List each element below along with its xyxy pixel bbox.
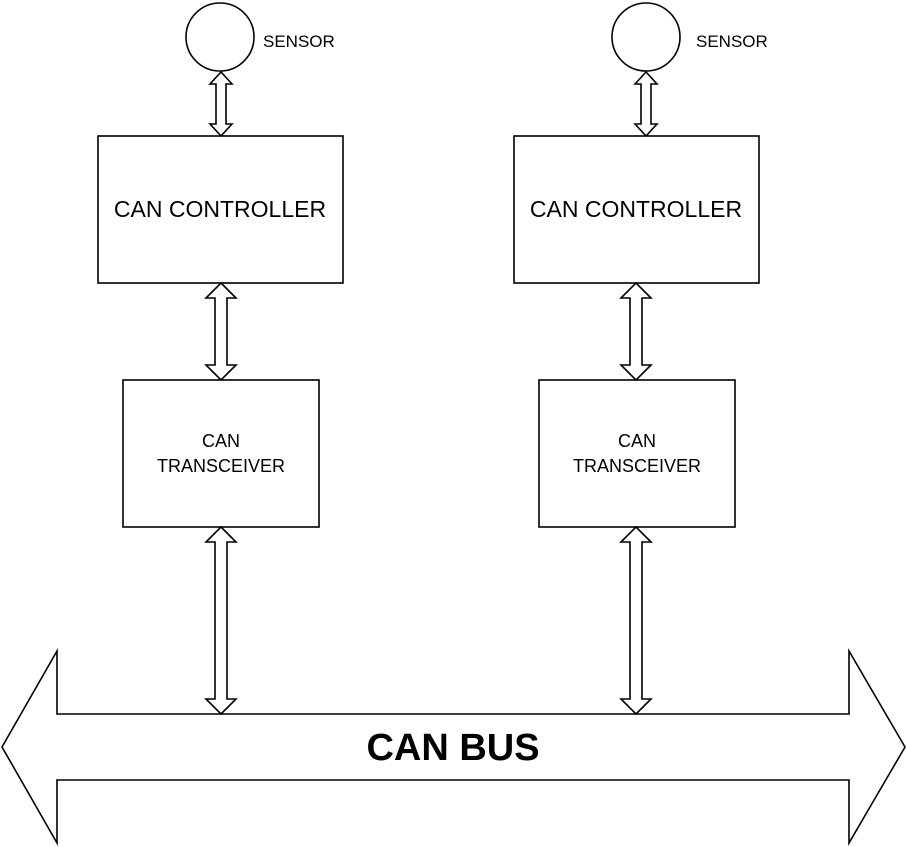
can-bus-arrow: [1, 647, 906, 847]
sensor-1-label: SENSOR: [263, 32, 335, 51]
can-bus: CAN BUS: [1, 647, 906, 847]
can-controller-2: [513, 135, 760, 284]
arrow-controller2-transceiver2: [619, 281, 653, 382]
sensor-2-circle: [611, 2, 681, 72]
arrow-controller1-transceiver1: [204, 281, 238, 382]
can-node-2: SENSOR CAN CONTROLLER CAN TRANSCEIVER: [513, 2, 768, 716]
can-controller-1-label: CAN CONTROLLER: [114, 196, 326, 222]
arrow-transceiver2-bus: [619, 525, 653, 716]
can-bus-label: CAN BUS: [366, 727, 539, 769]
arrow-sensor1-controller1: [208, 70, 234, 138]
sensor-1-circle: [185, 2, 255, 72]
arrow-sensor2-controller2: [633, 70, 659, 138]
can-transceiver-2: [538, 379, 736, 528]
arrow-transceiver1-bus: [204, 525, 238, 716]
can-transceiver-2-label-line2: TRANSCEIVER: [573, 456, 701, 476]
can-transceiver-1-label-line2: TRANSCEIVER: [157, 456, 285, 476]
can-controller-2-label: CAN CONTROLLER: [530, 196, 742, 222]
can-node-1: SENSOR CAN CONTROLLER CAN TRANSCEIVER: [97, 2, 344, 716]
can-transceiver-2-label-line1: CAN: [618, 431, 656, 451]
sensor-2-label: SENSOR: [696, 32, 768, 51]
can-transceiver-1: [122, 379, 320, 528]
can-controller-1: [97, 135, 344, 284]
can-transceiver-1-label-line1: CAN: [202, 431, 240, 451]
